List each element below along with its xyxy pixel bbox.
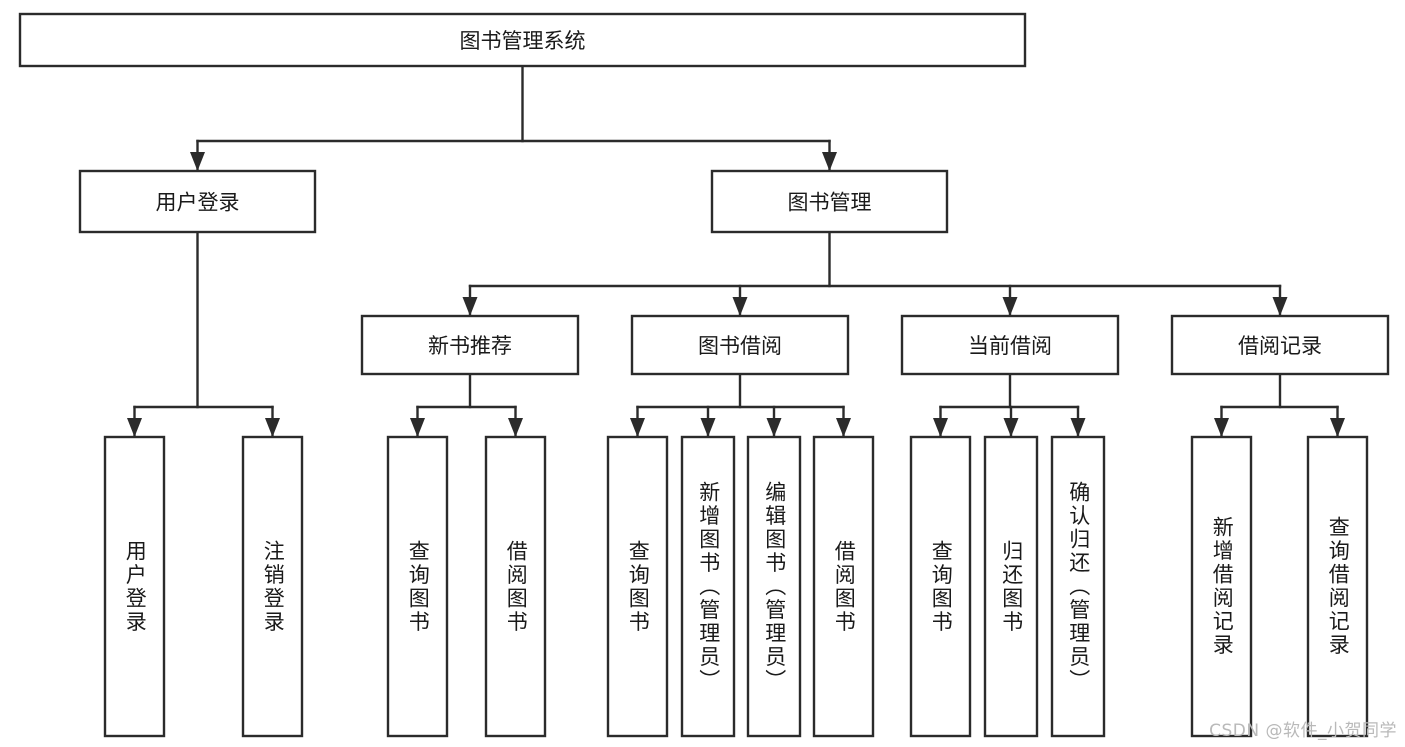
node-label-new-book-recommend: 新书推荐 <box>428 334 512 358</box>
arrow-head-icon <box>1272 297 1288 316</box>
node-boxes-layer <box>18 12 1390 738</box>
node-box-leaf-query-book-1[interactable] <box>386 435 449 738</box>
arrow-head-icon <box>1070 418 1086 437</box>
node-box-leaf-user-login[interactable] <box>103 435 166 738</box>
arrow-head-icon <box>933 418 948 437</box>
node-label-book-manage: 图书管理 <box>788 191 872 215</box>
node-label-book-borrow: 图书借阅 <box>698 334 782 358</box>
arrow-head-icon <box>462 297 478 316</box>
arrow-head-icon <box>836 418 851 437</box>
arrow-head-icon <box>127 418 142 437</box>
arrow-head-icon <box>1002 297 1018 316</box>
node-box-leaf-query-book-3[interactable] <box>909 435 972 738</box>
arrow-head-icon <box>700 418 716 437</box>
node-box-leaf-query-borrow-record[interactable] <box>1306 435 1369 738</box>
node-box-leaf-query-book-2[interactable] <box>606 435 669 738</box>
arrow-head-icon <box>265 418 280 437</box>
node-box-book-borrow[interactable] <box>630 314 850 376</box>
node-box-book-manage[interactable] <box>710 169 949 234</box>
node-box-leaf-edit-book-admin[interactable] <box>746 435 802 738</box>
arrow-head-icon <box>190 152 205 171</box>
connectors-layer <box>127 64 1345 438</box>
node-label-current-borrow: 当前借阅 <box>968 334 1052 358</box>
arrow-head-icon <box>732 297 748 316</box>
node-label-borrow-record: 借阅记录 <box>1238 334 1322 358</box>
arrow-head-icon <box>766 418 782 437</box>
node-box-leaf-confirm-return-admin[interactable] <box>1050 435 1106 738</box>
arrow-head-icon <box>1003 418 1019 437</box>
node-box-leaf-return-book[interactable] <box>983 435 1039 738</box>
arrow-head-icon <box>410 418 425 437</box>
node-box-leaf-add-book-admin[interactable] <box>680 435 736 738</box>
node-box-leaf-add-borrow-record[interactable] <box>1190 435 1253 738</box>
arrow-head-icon <box>1330 418 1345 437</box>
node-box-leaf-borrow-book-1[interactable] <box>484 435 547 738</box>
node-box-leaf-logout[interactable] <box>241 435 304 738</box>
node-label-root: 图书管理系统 <box>460 29 586 53</box>
arrow-head-icon <box>508 418 523 437</box>
node-box-borrow-record[interactable] <box>1170 314 1390 376</box>
arrow-head-icon <box>1214 418 1229 437</box>
node-box-new-book-recommend[interactable] <box>360 314 580 376</box>
node-box-user-login[interactable] <box>78 169 317 234</box>
node-label-user-login: 用户登录 <box>156 191 240 215</box>
node-box-root[interactable] <box>18 12 1027 68</box>
arrow-head-icon <box>822 152 837 171</box>
arrow-head-icon <box>630 418 645 437</box>
node-box-leaf-borrow-book-2[interactable] <box>812 435 875 738</box>
node-box-current-borrow[interactable] <box>900 314 1120 376</box>
